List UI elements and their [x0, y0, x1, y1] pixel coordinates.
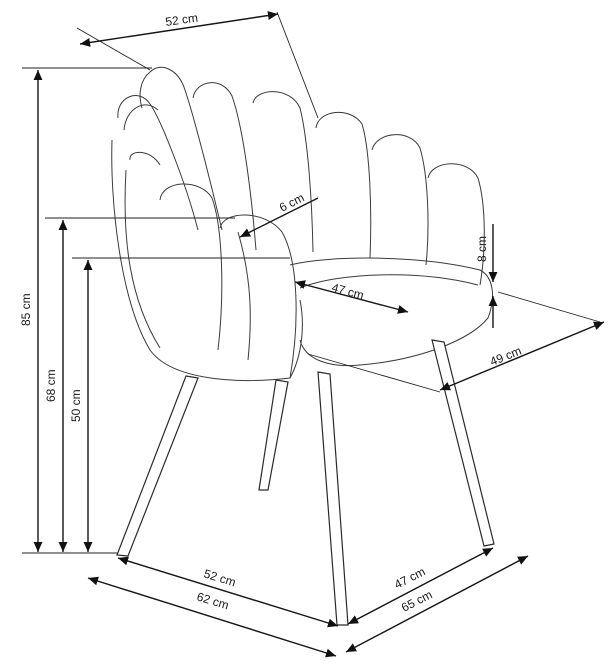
label-side-depth: 49 cm	[488, 344, 524, 369]
label-armrest-height: 68 cm	[44, 369, 58, 402]
petal-7	[427, 163, 485, 286]
chair-outline	[111, 67, 495, 626]
side-ext-top	[497, 291, 601, 323]
base-side-outer-arrow	[345, 555, 529, 653]
label-seat-thickness: 8 cm	[475, 236, 489, 262]
petal-6	[371, 134, 429, 266]
seat-top-edge	[299, 274, 479, 289]
petal-5	[315, 111, 372, 259]
left-armrest-seam	[237, 231, 251, 361]
petal-2-edge	[139, 71, 151, 109]
seat-depth-arrow	[294, 280, 409, 314]
base-front-outer-arrow	[87, 576, 337, 658]
top-ext-left	[76, 27, 151, 71]
armrest-width-arrow	[239, 197, 319, 238]
side-depth-arrow	[439, 321, 605, 391]
left-shell-seam	[124, 169, 161, 349]
seat-cushion	[289, 257, 493, 367]
left-inner-petal	[159, 183, 223, 351]
label-seat-depth: 47 cm	[330, 280, 365, 302]
top-ext-right	[276, 11, 319, 119]
label-base-side-outer: 65 cm	[399, 587, 434, 614]
leg-front-left	[116, 375, 199, 557]
petal-3	[192, 82, 257, 251]
backrest-petals	[117, 67, 485, 286]
side-ext-bottom	[307, 353, 441, 393]
dimension-labels: 52 cm 6 cm 47 cm 8 cm 49 cm 85 cm 68 cm …	[19, 11, 523, 615]
petal-4	[252, 91, 314, 253]
base-front-inner-arrow	[117, 556, 339, 628]
leg-rear-left	[258, 379, 289, 491]
left-shell-scallop	[129, 151, 161, 166]
top-width-arrow	[79, 11, 279, 47]
label-base-front-outer: 62 cm	[195, 589, 230, 612]
label-seat-height: 50 cm	[69, 389, 83, 422]
label-base-side-inner: 47 cm	[392, 564, 427, 591]
label-top-width: 52 cm	[164, 11, 198, 29]
leg-front-right	[317, 371, 349, 626]
petal-1	[117, 95, 199, 231]
left-side-shell	[111, 139, 303, 382]
left-armrest-front	[219, 214, 297, 379]
petal-1-inner	[123, 104, 159, 131]
petal-2	[149, 67, 223, 231]
dimension-lines	[22, 11, 605, 658]
label-total-height: 85 cm	[19, 293, 33, 326]
